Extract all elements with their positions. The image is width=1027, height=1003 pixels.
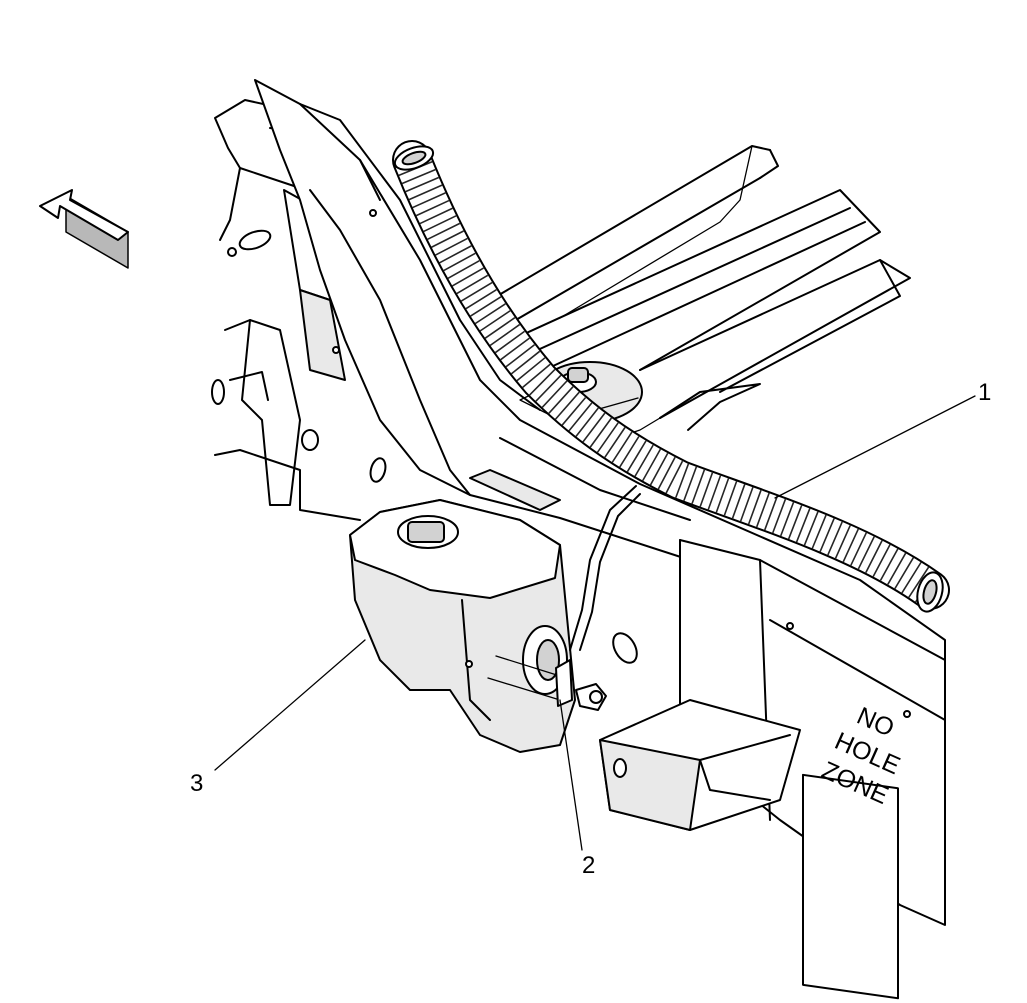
callout-1: 1: [978, 379, 991, 406]
floor-pan-background: [469, 145, 911, 441]
callout-leaders: [214, 395, 976, 851]
frame-end-bracket: [679, 539, 946, 1000]
callout-3: 3: [190, 770, 203, 797]
callout-2: 2: [582, 852, 595, 879]
no-hole-zone-plate: [802, 773, 899, 1000]
body-mount: [349, 499, 638, 753]
wiring-harness: [392, 140, 950, 613]
direction-arrow-icon: [39, 189, 129, 269]
tow-bracket: [599, 699, 801, 831]
harness-clip: [487, 485, 641, 711]
